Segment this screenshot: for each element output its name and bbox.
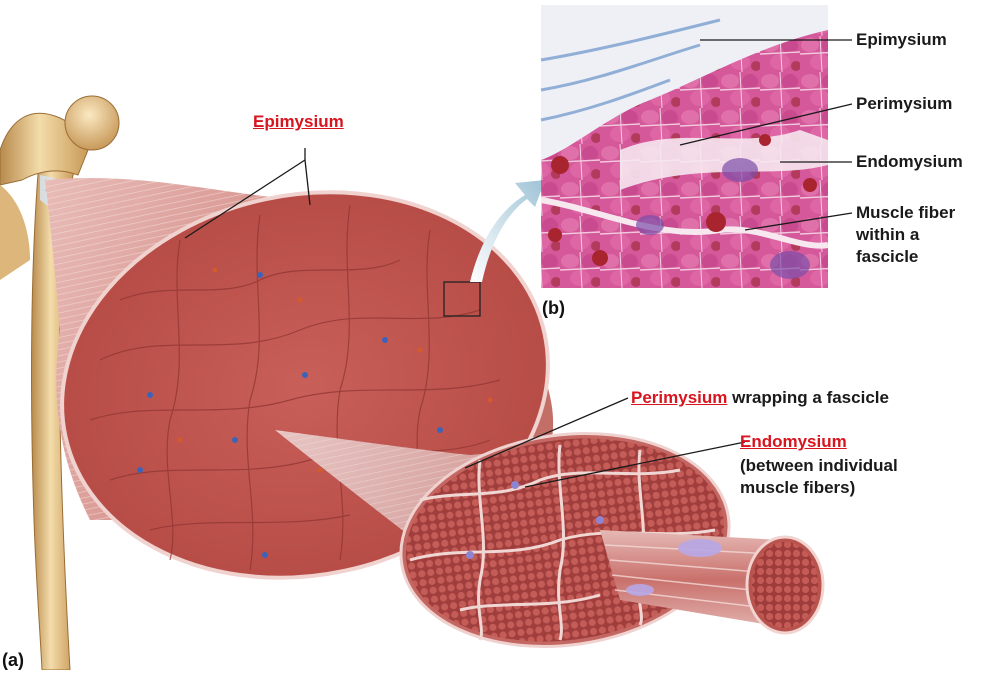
perimysium-term: Perimysium bbox=[631, 388, 728, 407]
micrograph bbox=[540, 5, 829, 288]
panel-label-b: (b) bbox=[542, 298, 565, 318]
endomysium-note-line2: muscle fibers) bbox=[740, 478, 856, 497]
micro-fiber-label-line1: Muscle fiber bbox=[856, 203, 956, 222]
endomysium-label: Endomysium bbox=[740, 432, 847, 451]
micro-endomysium-label: Endomysium bbox=[856, 152, 963, 171]
panel-label-a: (a) bbox=[2, 650, 24, 670]
micro-epimysium-label: Epimysium bbox=[856, 30, 947, 49]
micro-fiber-label-line3: fascicle bbox=[856, 247, 919, 266]
zoom-arrow bbox=[470, 180, 545, 282]
micro-perimysium-label: Perimysium bbox=[856, 94, 953, 113]
muscle-fiber bbox=[600, 530, 825, 635]
micro-fiber-label-line2: within a bbox=[856, 225, 920, 244]
bone bbox=[0, 95, 120, 671]
epimysium-label: Epimysium bbox=[253, 112, 344, 131]
endomysium-note-line1: (between individual bbox=[740, 456, 898, 475]
detail-box bbox=[443, 281, 481, 317]
perimysium-label: Perimysium wrapping a fascicle bbox=[631, 388, 889, 408]
perimysium-suffix: wrapping a fascicle bbox=[727, 388, 889, 407]
leader-lines bbox=[184, 39, 853, 488]
